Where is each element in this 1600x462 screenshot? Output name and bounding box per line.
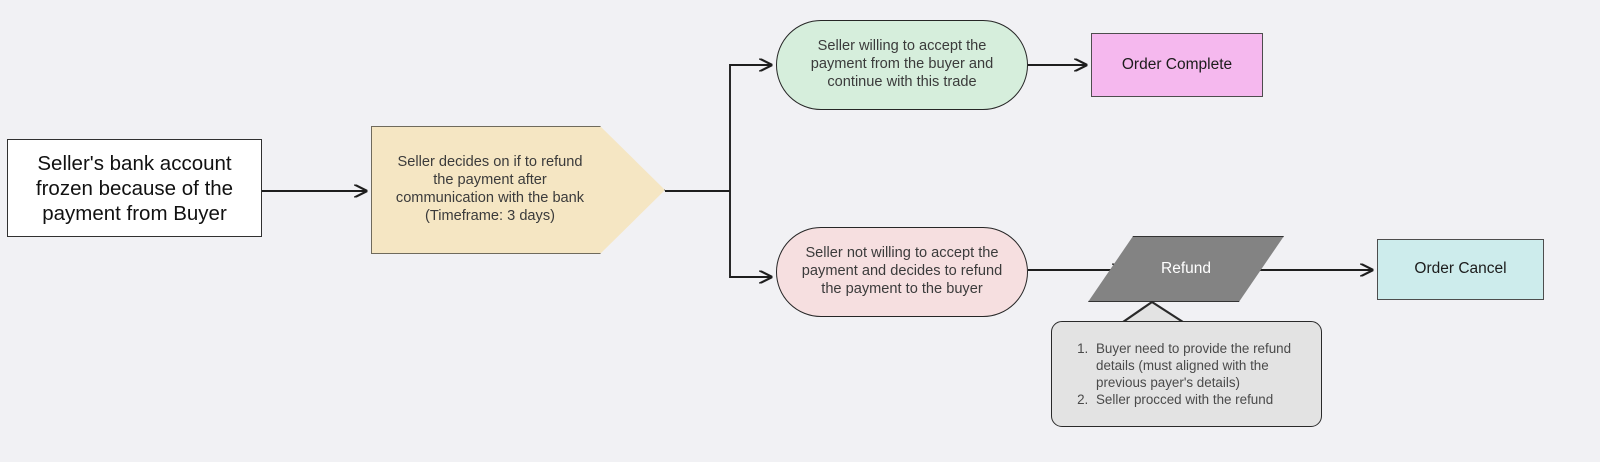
pentagon-shape	[371, 126, 665, 254]
node-decision-label: Seller decides on if to refund the payme…	[395, 154, 585, 224]
node-seller-decides-refund[interactable]: Seller decides on if to refund the payme…	[371, 126, 665, 254]
edge-decision-to-refuse	[729, 191, 771, 277]
note-list: Buyer need to provide the refund details…	[1052, 340, 1321, 409]
node-refuse-label: Seller not willing to accept the payment…	[801, 245, 1003, 297]
note-pointer	[1122, 300, 1184, 323]
note-refund-details: Buyer need to provide the refund details…	[1051, 321, 1322, 427]
node-seller-willing-accept[interactable]: Seller willing to accept the payment fro…	[776, 20, 1028, 110]
edge-decision-to-accept	[729, 65, 771, 191]
node-order-complete[interactable]: Order Complete	[1091, 33, 1263, 97]
node-cancel-label: Order Cancel	[1414, 260, 1507, 278]
node-accept-label: Seller willing to accept the payment fro…	[810, 38, 994, 90]
node-order-cancel[interactable]: Order Cancel	[1377, 239, 1544, 300]
note-item: Seller procced with the refund	[1092, 391, 1311, 408]
node-seller-bank-account-frozen[interactable]: Seller's bank account frozen because of …	[7, 139, 262, 237]
node-refund-label: Refund	[1161, 259, 1211, 277]
node-start-label: Seller's bank account frozen because of …	[35, 151, 234, 225]
node-refund[interactable]: Refund	[1088, 236, 1284, 302]
node-seller-not-willing-accept[interactable]: Seller not willing to accept the payment…	[776, 227, 1028, 317]
note-item: Buyer need to provide the refund details…	[1092, 340, 1311, 391]
node-complete-label: Order Complete	[1121, 55, 1233, 73]
